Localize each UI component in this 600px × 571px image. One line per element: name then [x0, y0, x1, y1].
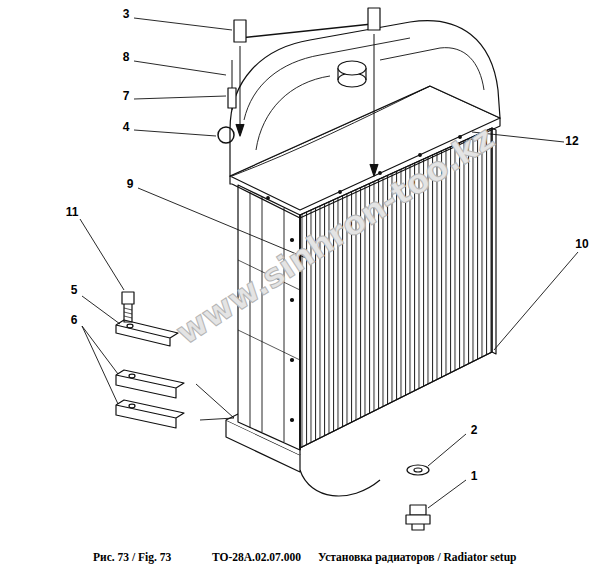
- callout-number: 11: [66, 205, 79, 219]
- callout-number: 1: [471, 469, 478, 483]
- callout-number: 7: [123, 89, 130, 103]
- callout-number: 6: [71, 313, 78, 327]
- callout-number: 5: [71, 283, 78, 297]
- callout-number: 9: [127, 177, 134, 191]
- callout-number: 8: [123, 50, 130, 64]
- callout-number: 12: [565, 134, 578, 148]
- figure-caption: Рис. 73 / Fig. 73: [93, 551, 171, 563]
- drawing-number: ТО-28А.02.07.000: [212, 551, 301, 563]
- callout-number: 3: [123, 7, 130, 21]
- callout-number: 2: [471, 423, 478, 437]
- callout-number: 4: [123, 120, 130, 134]
- callout-number: 10: [575, 237, 588, 251]
- caption-title: Установка радиаторов / Radiator setup: [318, 551, 516, 563]
